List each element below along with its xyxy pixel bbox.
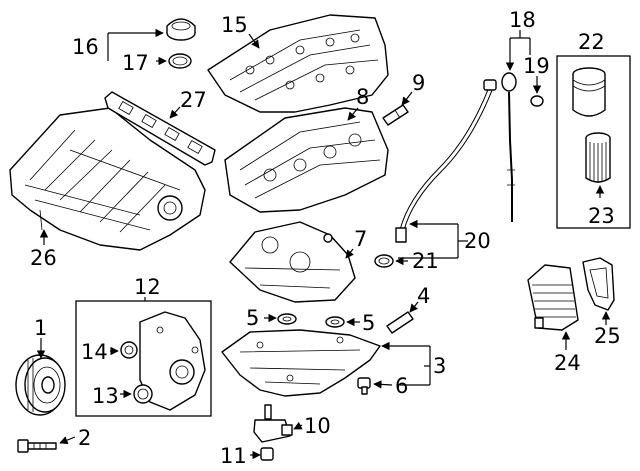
callout-15: 15: [221, 13, 248, 37]
callout-20: 20: [464, 229, 491, 253]
oil-filter-housing-part-22[interactable]: [572, 67, 606, 117]
drain-plug-part-6[interactable]: [357, 377, 371, 395]
cooler-gasket-part-25[interactable]: [582, 257, 615, 311]
oil-filter-element-part-23[interactable]: [585, 132, 611, 183]
callout-9: 9: [412, 71, 425, 95]
manifold-gasket-part-27[interactable]: [104, 91, 216, 166]
callout-13: 13: [92, 384, 119, 408]
callout-5-left: 5: [246, 306, 259, 330]
dipstick-tube-part-20[interactable]: [395, 79, 497, 243]
seal-part-14[interactable]: [120, 341, 138, 359]
oil-level-sensor-part-10[interactable]: [253, 404, 293, 443]
crankshaft-pulley-part-1[interactable]: [15, 354, 66, 416]
washer-part-5-left[interactable]: [277, 313, 297, 325]
callout-10: 10: [304, 414, 331, 438]
callout-2: 2: [78, 426, 91, 450]
dipstick-part-18[interactable]: [501, 72, 517, 222]
callout-11: 11: [220, 444, 247, 468]
o-ring-part-19[interactable]: [530, 95, 544, 107]
callout-21: 21: [412, 249, 439, 273]
o-ring-part-17[interactable]: [168, 53, 192, 69]
seal-part-9[interactable]: [382, 104, 409, 126]
callout-17: 17: [122, 51, 149, 75]
oil-pan-part-3[interactable]: [221, 329, 381, 397]
callout-8: 8: [356, 85, 369, 109]
o-ring-part-21[interactable]: [374, 254, 394, 268]
callout-labels: 16 17 15 27 26 8 9 7 18 19 22 23 20 21 1…: [30, 8, 621, 468]
oil-filter-group-box: [556, 55, 631, 229]
callout-25: 25: [594, 324, 621, 348]
leader-lines: [36, 28, 611, 460]
callout-26: 26: [30, 246, 57, 270]
callout-4: 4: [417, 284, 430, 308]
oil-filler-cap-part-16[interactable]: [166, 18, 196, 41]
callout-16: 16: [72, 35, 99, 59]
callout-18: 18: [509, 8, 536, 32]
callout-5-right: 5: [362, 311, 375, 335]
callout-12: 12: [134, 275, 161, 299]
bolt-part-2[interactable]: [17, 439, 57, 453]
callout-22: 22: [578, 30, 605, 54]
callout-27: 27: [180, 88, 207, 112]
timing-cover-group-box: [75, 300, 212, 417]
callout-24: 24: [554, 351, 581, 375]
callout-7: 7: [354, 227, 367, 251]
callout-23: 23: [588, 204, 615, 228]
valve-cover-part-15[interactable]: [207, 14, 389, 113]
pipe-part-4[interactable]: [386, 311, 414, 334]
seal-part-13[interactable]: [133, 384, 153, 404]
callout-19: 19: [523, 54, 550, 78]
callout-3: 3: [433, 354, 446, 378]
timing-cover-part-12[interactable]: [139, 311, 206, 411]
windage-tray-part-7[interactable]: [229, 221, 356, 303]
oil-cooler-part-24[interactable]: [527, 264, 579, 331]
intake-manifold-part-26[interactable]: [9, 107, 206, 251]
nut-part-11[interactable]: [260, 447, 274, 461]
callout-6: 6: [395, 374, 408, 398]
callout-1: 1: [34, 316, 47, 340]
washer-part-5-right[interactable]: [325, 316, 345, 328]
callout-14: 14: [81, 340, 108, 364]
cylinder-head-part-8[interactable]: [224, 107, 389, 213]
